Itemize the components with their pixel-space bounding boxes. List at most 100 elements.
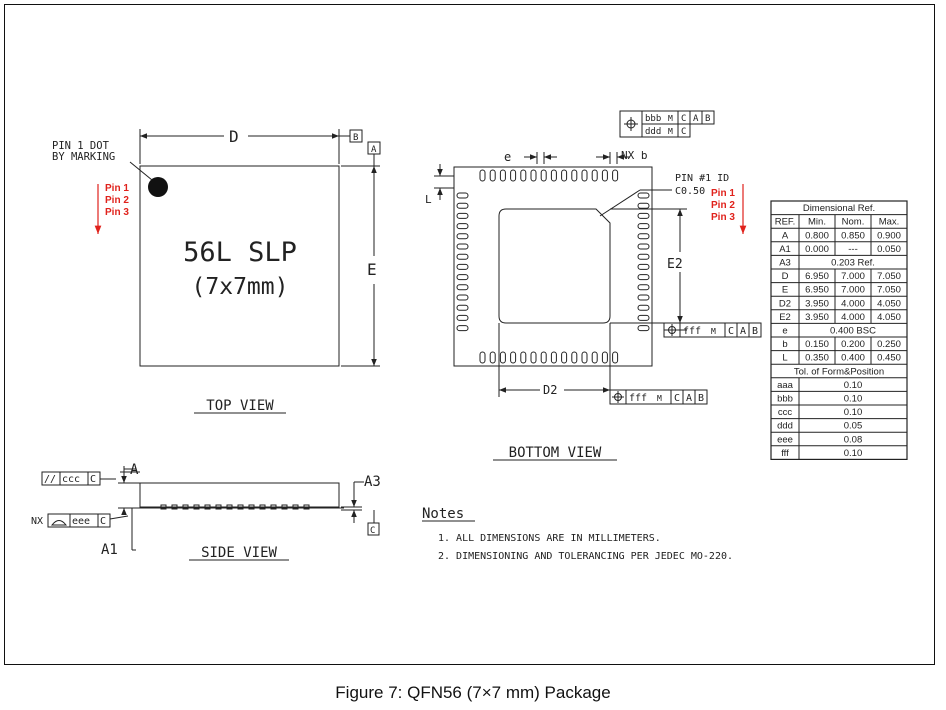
fcf-ccc-value: ccc: [62, 474, 80, 485]
table-cell: 0.350: [805, 353, 829, 364]
tol-cell: 0.10: [844, 448, 863, 459]
exposed-pad: [498, 208, 611, 324]
table-cell: 0.400: [841, 353, 865, 364]
table-cell: A3: [779, 258, 791, 269]
pad-left: [456, 314, 469, 321]
pad-bottom: [479, 351, 486, 364]
side-terminal: [215, 504, 222, 510]
tol-cell: ccc: [778, 407, 793, 418]
fcf-e2-fff: fff: [683, 326, 701, 337]
table-cell: D: [782, 271, 789, 282]
pad-bottom: [530, 351, 537, 364]
pin1-id-label: PIN #1 ID: [675, 173, 729, 184]
table-cell: 0.900: [877, 230, 901, 241]
bottom-pin-label-3: Pin 3: [711, 212, 735, 223]
fcf-bbb-m: M: [668, 114, 673, 123]
bottom-pin-label-1: Pin 1: [711, 188, 735, 199]
table-cell: E2: [779, 312, 791, 323]
tol-cell: bbb: [777, 394, 793, 405]
fcf-d2-fff: fff: [629, 393, 647, 404]
pad-top: [520, 169, 527, 182]
side-terminal: [292, 504, 299, 510]
fcf-e2-c: C: [728, 326, 734, 337]
top-pin-label-1: Pin 1: [105, 183, 129, 194]
fcf-d2-a: A: [686, 393, 692, 404]
side-terminal: [281, 504, 288, 510]
pad-left: [456, 202, 469, 209]
pad-right: [637, 274, 650, 281]
pad-top: [510, 169, 517, 182]
pad-right: [637, 223, 650, 230]
pad-right: [637, 263, 650, 270]
table-cell: 7.050: [877, 285, 901, 296]
table-header: REF.: [775, 217, 796, 228]
pad-bottom: [591, 351, 598, 364]
fcf-eee-prefix: NX: [31, 516, 43, 527]
table-cell: 0.250: [877, 339, 901, 350]
tol-cell: eee: [777, 434, 793, 445]
pad-bottom: [540, 351, 547, 364]
pad-bottom: [601, 351, 608, 364]
table-cell: E: [782, 285, 788, 296]
notes-title: Notes: [422, 506, 464, 522]
side-terminal: [248, 504, 255, 510]
pad-bottom: [550, 351, 557, 364]
package-drawing: PIN 1 DOT BY MARKING Pin 1 Pin 2 Pin 3 D…: [31, 110, 908, 562]
fcf-bbb-a: A: [693, 114, 699, 124]
pad-left: [456, 263, 469, 270]
dim-l-label: L: [425, 193, 432, 206]
fcf-ddd-c: C: [681, 127, 686, 137]
pad-left: [456, 243, 469, 250]
table-title: Dimensional Ref.: [803, 203, 875, 214]
side-terminal: [160, 504, 167, 510]
datum-b-label: B: [353, 133, 358, 143]
tol-cell: 0.08: [844, 434, 863, 445]
pad-left: [456, 192, 469, 199]
body-marking-line2: (7x7mm): [192, 274, 289, 300]
pad-left: [456, 223, 469, 230]
table-cell: D2: [779, 298, 791, 309]
tol-cell: ddd: [777, 421, 793, 432]
notes: Notes 1. ALL DIMENSIONS ARE IN MILLIMETE…: [422, 506, 733, 562]
table-cell: 4.000: [841, 312, 865, 323]
table-cell: 0.200: [841, 339, 865, 350]
side-terminal: [226, 504, 233, 510]
table-cell: 0.000: [805, 244, 829, 255]
pad-left: [456, 253, 469, 260]
body-marking-line1: 56L SLP: [183, 237, 297, 268]
table-cell: 4.050: [877, 298, 901, 309]
table-cell: 0.150: [805, 339, 829, 350]
table-cell: L: [782, 353, 787, 364]
pad-top: [550, 169, 557, 182]
side-terminal: [259, 504, 266, 510]
table-cell: 6.950: [805, 285, 829, 296]
table-header: Nom.: [842, 217, 865, 228]
table-cell: 7.050: [877, 271, 901, 282]
dim-d2-label: D2: [543, 383, 557, 397]
tol-cell: 0.10: [844, 407, 863, 418]
pad-right: [637, 253, 650, 260]
table-cell: 6.950: [805, 271, 829, 282]
pad-left: [456, 284, 469, 291]
bottom-view-body: [453, 166, 653, 367]
table-cell: 7.000: [841, 285, 865, 296]
table-border: [770, 200, 908, 460]
dim-e-label: E: [367, 260, 377, 279]
table-cell: ---: [848, 244, 858, 255]
table-cell: 4.050: [877, 312, 901, 323]
fcf-eee-datum: C: [100, 516, 106, 527]
fcf-ddd: ddd: [645, 127, 661, 137]
table-cell: 4.000: [841, 298, 865, 309]
pin1-dot: [148, 177, 168, 197]
fcf-e2-m: M: [711, 327, 716, 336]
table-cell: 3.950: [805, 312, 829, 323]
table-cell: 0.450: [877, 353, 901, 364]
top-view: [94, 129, 381, 414]
dim-d-label: D: [229, 127, 239, 146]
tol-cell: aaa: [777, 380, 794, 391]
pad-top: [601, 169, 608, 182]
pad-top: [591, 169, 598, 182]
datum-b-box: [349, 129, 363, 143]
pad-bottom: [499, 351, 506, 364]
table-cell: 0.203 Ref.: [831, 258, 875, 269]
